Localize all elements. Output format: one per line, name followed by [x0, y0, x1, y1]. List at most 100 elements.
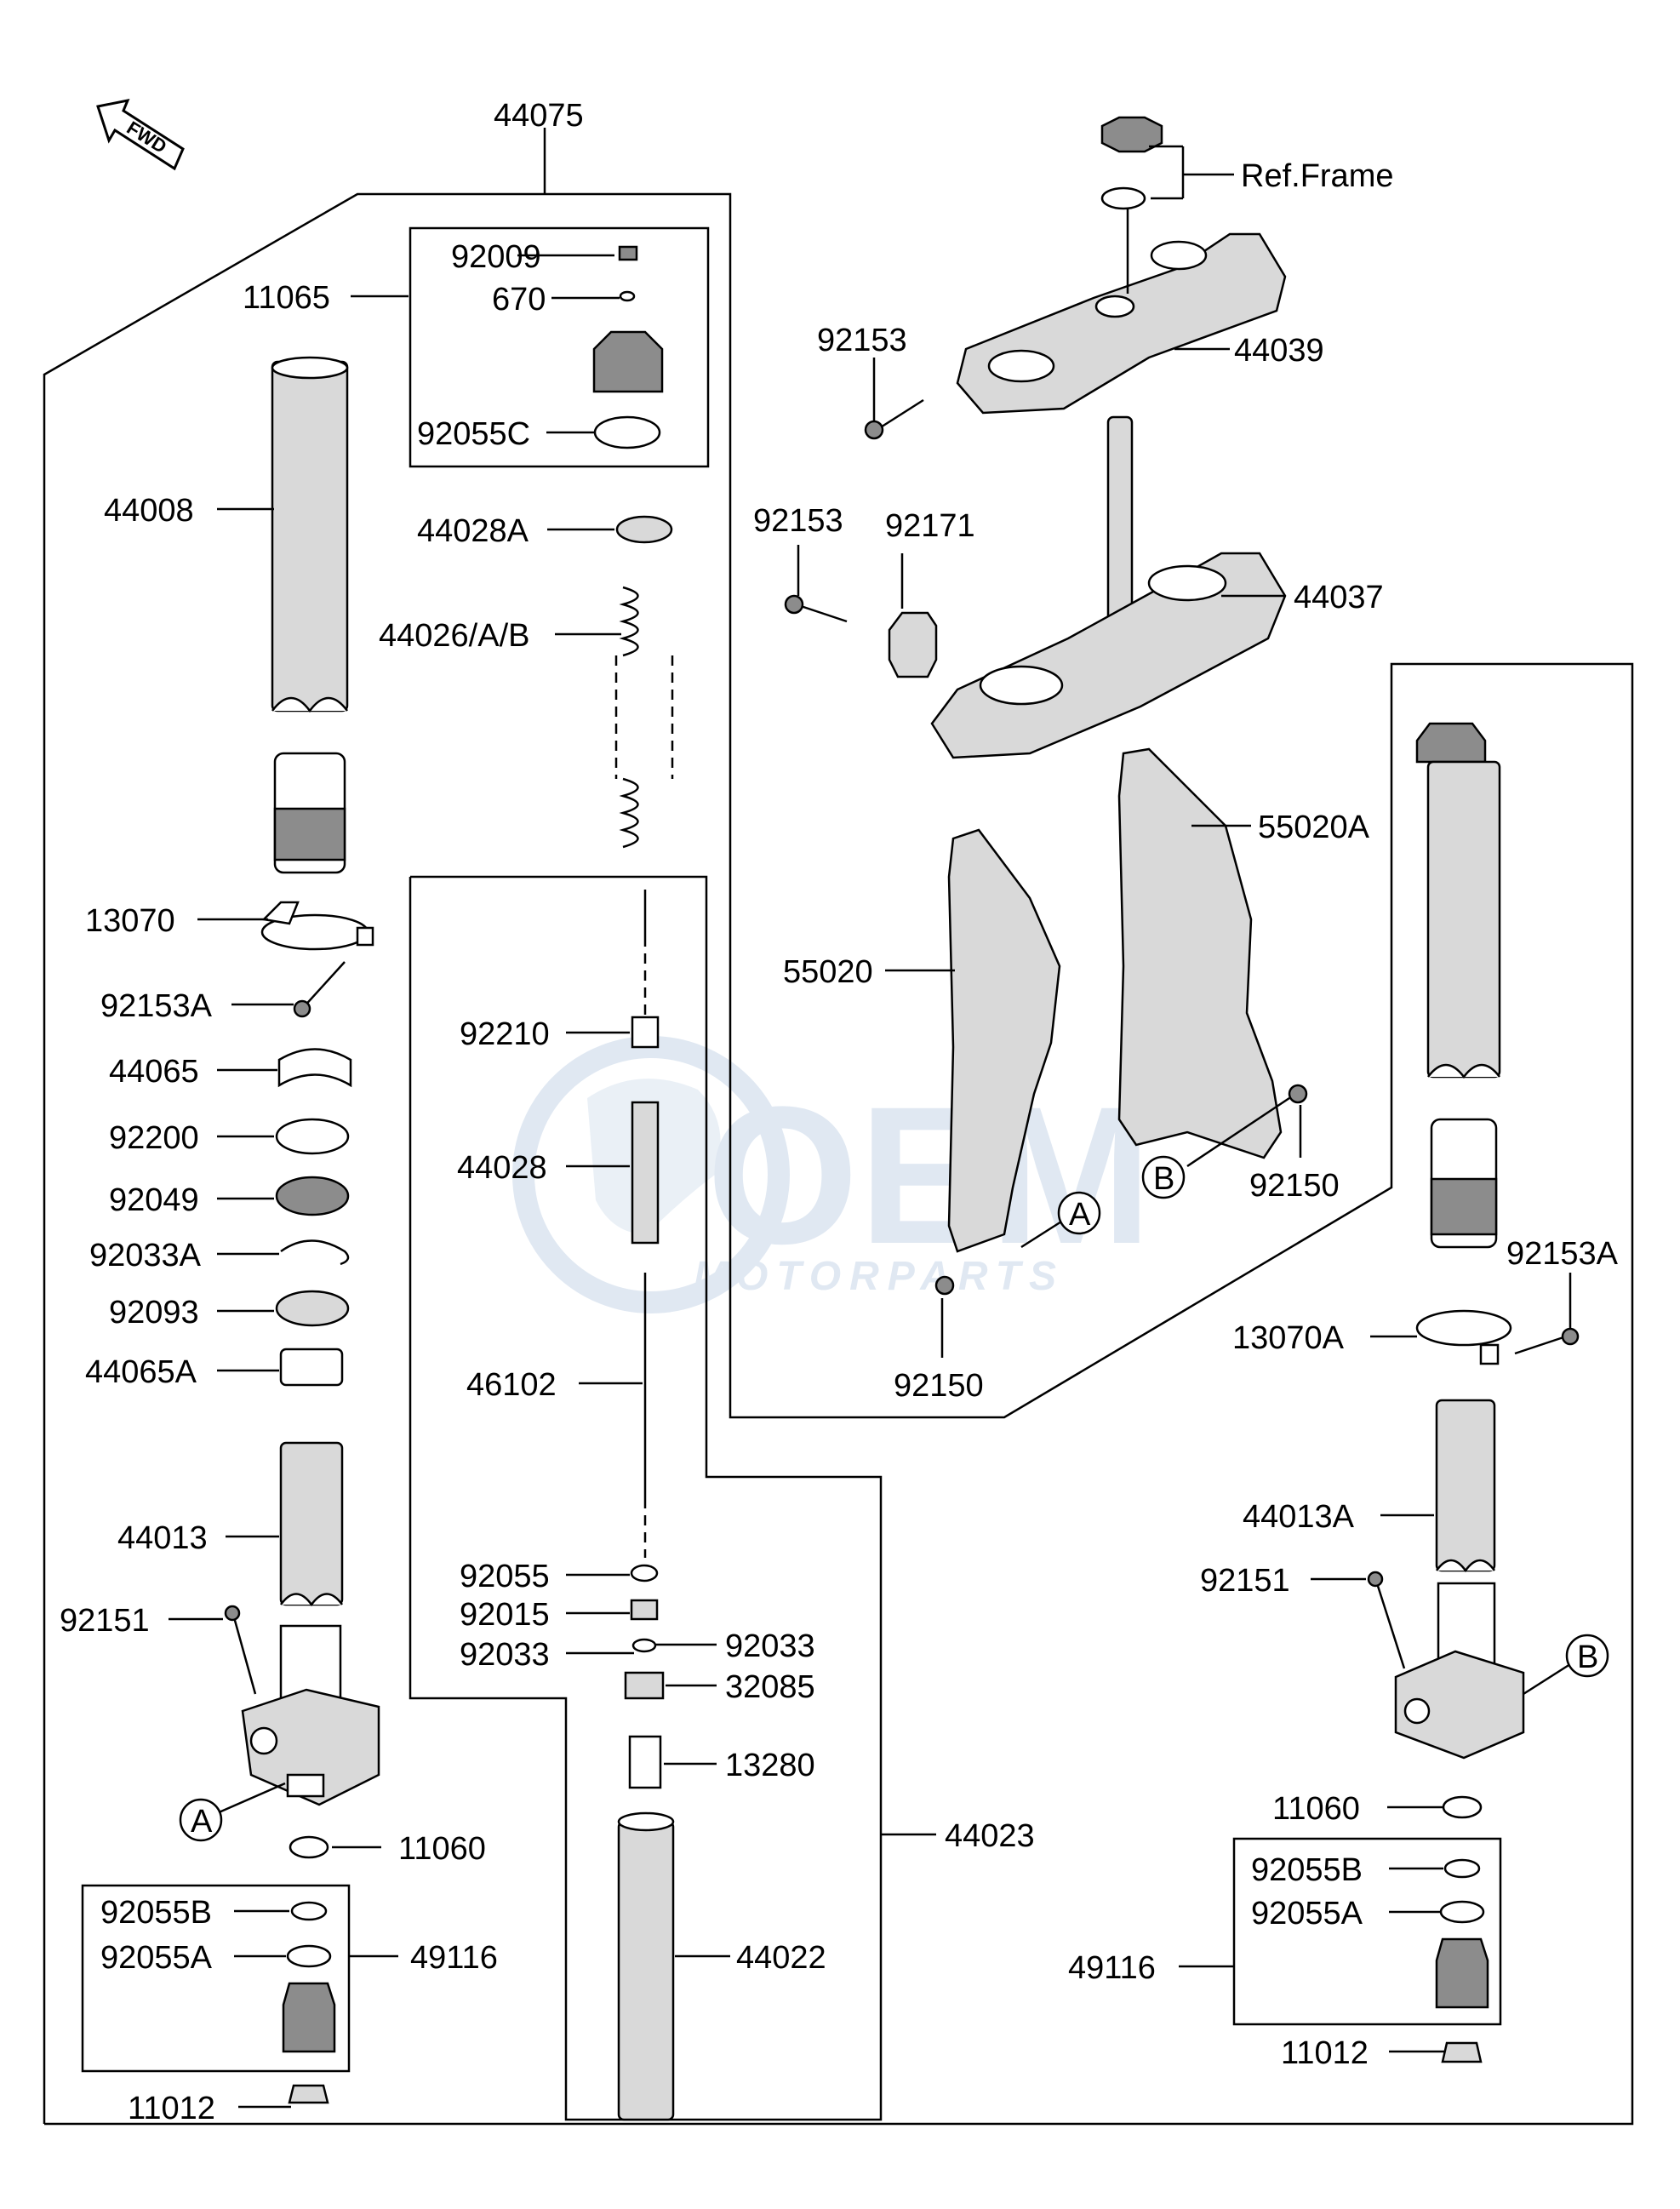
label-92210: 92210 [460, 1016, 550, 1052]
part-44028A [615, 515, 673, 544]
part-92150-bolt-left [934, 1275, 955, 1296]
part-92093 [275, 1290, 350, 1327]
label-92033-left: 92033 [460, 1637, 550, 1673]
callout-A-left: A [179, 1798, 223, 1842]
label-11060-left: 11060 [398, 1831, 486, 1867]
part-55020-guard [947, 828, 1061, 1253]
label-92033-right: 92033 [725, 1628, 815, 1664]
part-92055B-left [290, 1901, 328, 1921]
part-axle-holder-left [241, 1624, 380, 1806]
callout-B-left: B [1141, 1155, 1186, 1199]
label-13070A: 13070A [1232, 1320, 1345, 1356]
label-44023: 44023 [945, 1818, 1035, 1854]
label-92055A-left: 92055A [100, 1940, 213, 1976]
label-92055B-left: 92055B [100, 1895, 212, 1931]
part-44022-cylinder [617, 1811, 675, 2121]
part-11012-left [288, 2084, 329, 2104]
label-92049: 92049 [109, 1182, 199, 1218]
label-44037: 44037 [1294, 580, 1384, 615]
part-92055B-right [1443, 1858, 1481, 1879]
label-ref-frame: Ref.Frame [1241, 158, 1393, 194]
part-44028 [631, 1101, 660, 1245]
part-92153-bolt-top [864, 398, 924, 440]
part-ref-frame-nut [1100, 116, 1163, 210]
part-49116-left [282, 1982, 336, 2053]
label-49116-right: 49116 [1068, 1950, 1156, 1986]
part-92015 [630, 1599, 659, 1621]
label-46102: 46102 [466, 1367, 557, 1403]
part-49116-right [1435, 1937, 1489, 2009]
group-outline-44075 [43, 192, 1634, 2126]
part-11065-cap [592, 245, 664, 449]
part-13070A-clamp [1415, 1309, 1512, 1365]
label-92153-mid: 92153 [753, 503, 843, 539]
label-92055: 92055 [460, 1559, 550, 1594]
svg-text:B: B [1153, 1161, 1174, 1197]
label-92015: 92015 [460, 1597, 550, 1633]
label-55020A: 55020A [1258, 810, 1370, 845]
part-92171-bracket [888, 611, 938, 678]
part-44026-spring [614, 586, 674, 849]
watermark: OEM MOTORPARTS [512, 1036, 1152, 1313]
label-92153-top: 92153 [817, 323, 907, 358]
label-44013: 44013 [117, 1520, 208, 1556]
group-box-11065 [409, 226, 710, 468]
part-11060-right [1442, 1795, 1483, 1819]
svg-text:B: B [1577, 1640, 1598, 1675]
part-44065A [279, 1348, 344, 1387]
part-92153A-bolt-left [293, 961, 346, 1018]
part-44008-outer-tube [271, 356, 349, 874]
fwd-arrow: FWD [96, 98, 185, 171]
group-box-49116-right [1232, 1837, 1502, 2026]
part-92055 [630, 1564, 659, 1582]
part-55020A-guard [1117, 747, 1283, 1159]
label-13280: 13280 [725, 1748, 815, 1783]
label-92150-left: 92150 [894, 1368, 984, 1404]
label-44022: 44022 [736, 1940, 826, 1976]
part-11012-right [1441, 2041, 1483, 2063]
part-92210 [631, 1016, 660, 1049]
label-44028A: 44028A [417, 513, 529, 549]
callout-B-right: B [1565, 1634, 1609, 1678]
label-92055B-right: 92055B [1251, 1852, 1363, 1888]
label-92055A-right: 92055A [1251, 1896, 1363, 1931]
label-92200: 92200 [109, 1120, 199, 1156]
label-92009: 92009 [451, 239, 541, 275]
label-92153A-right: 92153A [1506, 1236, 1619, 1272]
label-44026: 44026/A/B [379, 618, 529, 654]
part-92150-bolt-right [1288, 1084, 1308, 1104]
part-44013-inner-tube [279, 1441, 344, 1607]
watermark-brand: OEM [706, 1066, 1152, 1285]
part-92033 [631, 1638, 657, 1653]
label-92033A: 92033A [89, 1238, 202, 1273]
label-44065A: 44065A [85, 1354, 197, 1390]
part-92049 [275, 1176, 350, 1216]
svg-text:A: A [191, 1804, 213, 1840]
part-92151-bolt-left [224, 1605, 257, 1695]
label-92171: 92171 [885, 508, 975, 544]
part-44065 [277, 1048, 352, 1088]
label-92150-right: 92150 [1249, 1168, 1340, 1204]
arrow-fwd-icon [96, 98, 185, 171]
label-55020: 55020 [783, 954, 873, 990]
label-13070: 13070 [85, 903, 175, 939]
part-13280 [628, 1735, 662, 1789]
label-92151-left: 92151 [60, 1603, 150, 1639]
part-92200 [275, 1118, 350, 1155]
label-44013A: 44013A [1243, 1499, 1355, 1535]
part-44039-upper-clamp [956, 232, 1287, 415]
part-92153-bolt-mid [784, 594, 848, 623]
part-44037-lower-clamp [930, 415, 1287, 759]
part-32085 [624, 1671, 665, 1700]
label-92055C: 92055C [417, 416, 530, 452]
label-92151-right: 92151 [1200, 1563, 1290, 1599]
part-92055A-right [1439, 1900, 1485, 1924]
part-11060-left [289, 1835, 329, 1859]
label-92153A-left: 92153A [100, 988, 213, 1024]
part-92033A-circlip [280, 1239, 350, 1266]
label-11012-right: 11012 [1281, 2035, 1369, 2071]
part-right-outer-tube [1415, 722, 1501, 1249]
label-11012-left: 11012 [128, 2091, 215, 2126]
part-13070-clamp [260, 901, 374, 951]
